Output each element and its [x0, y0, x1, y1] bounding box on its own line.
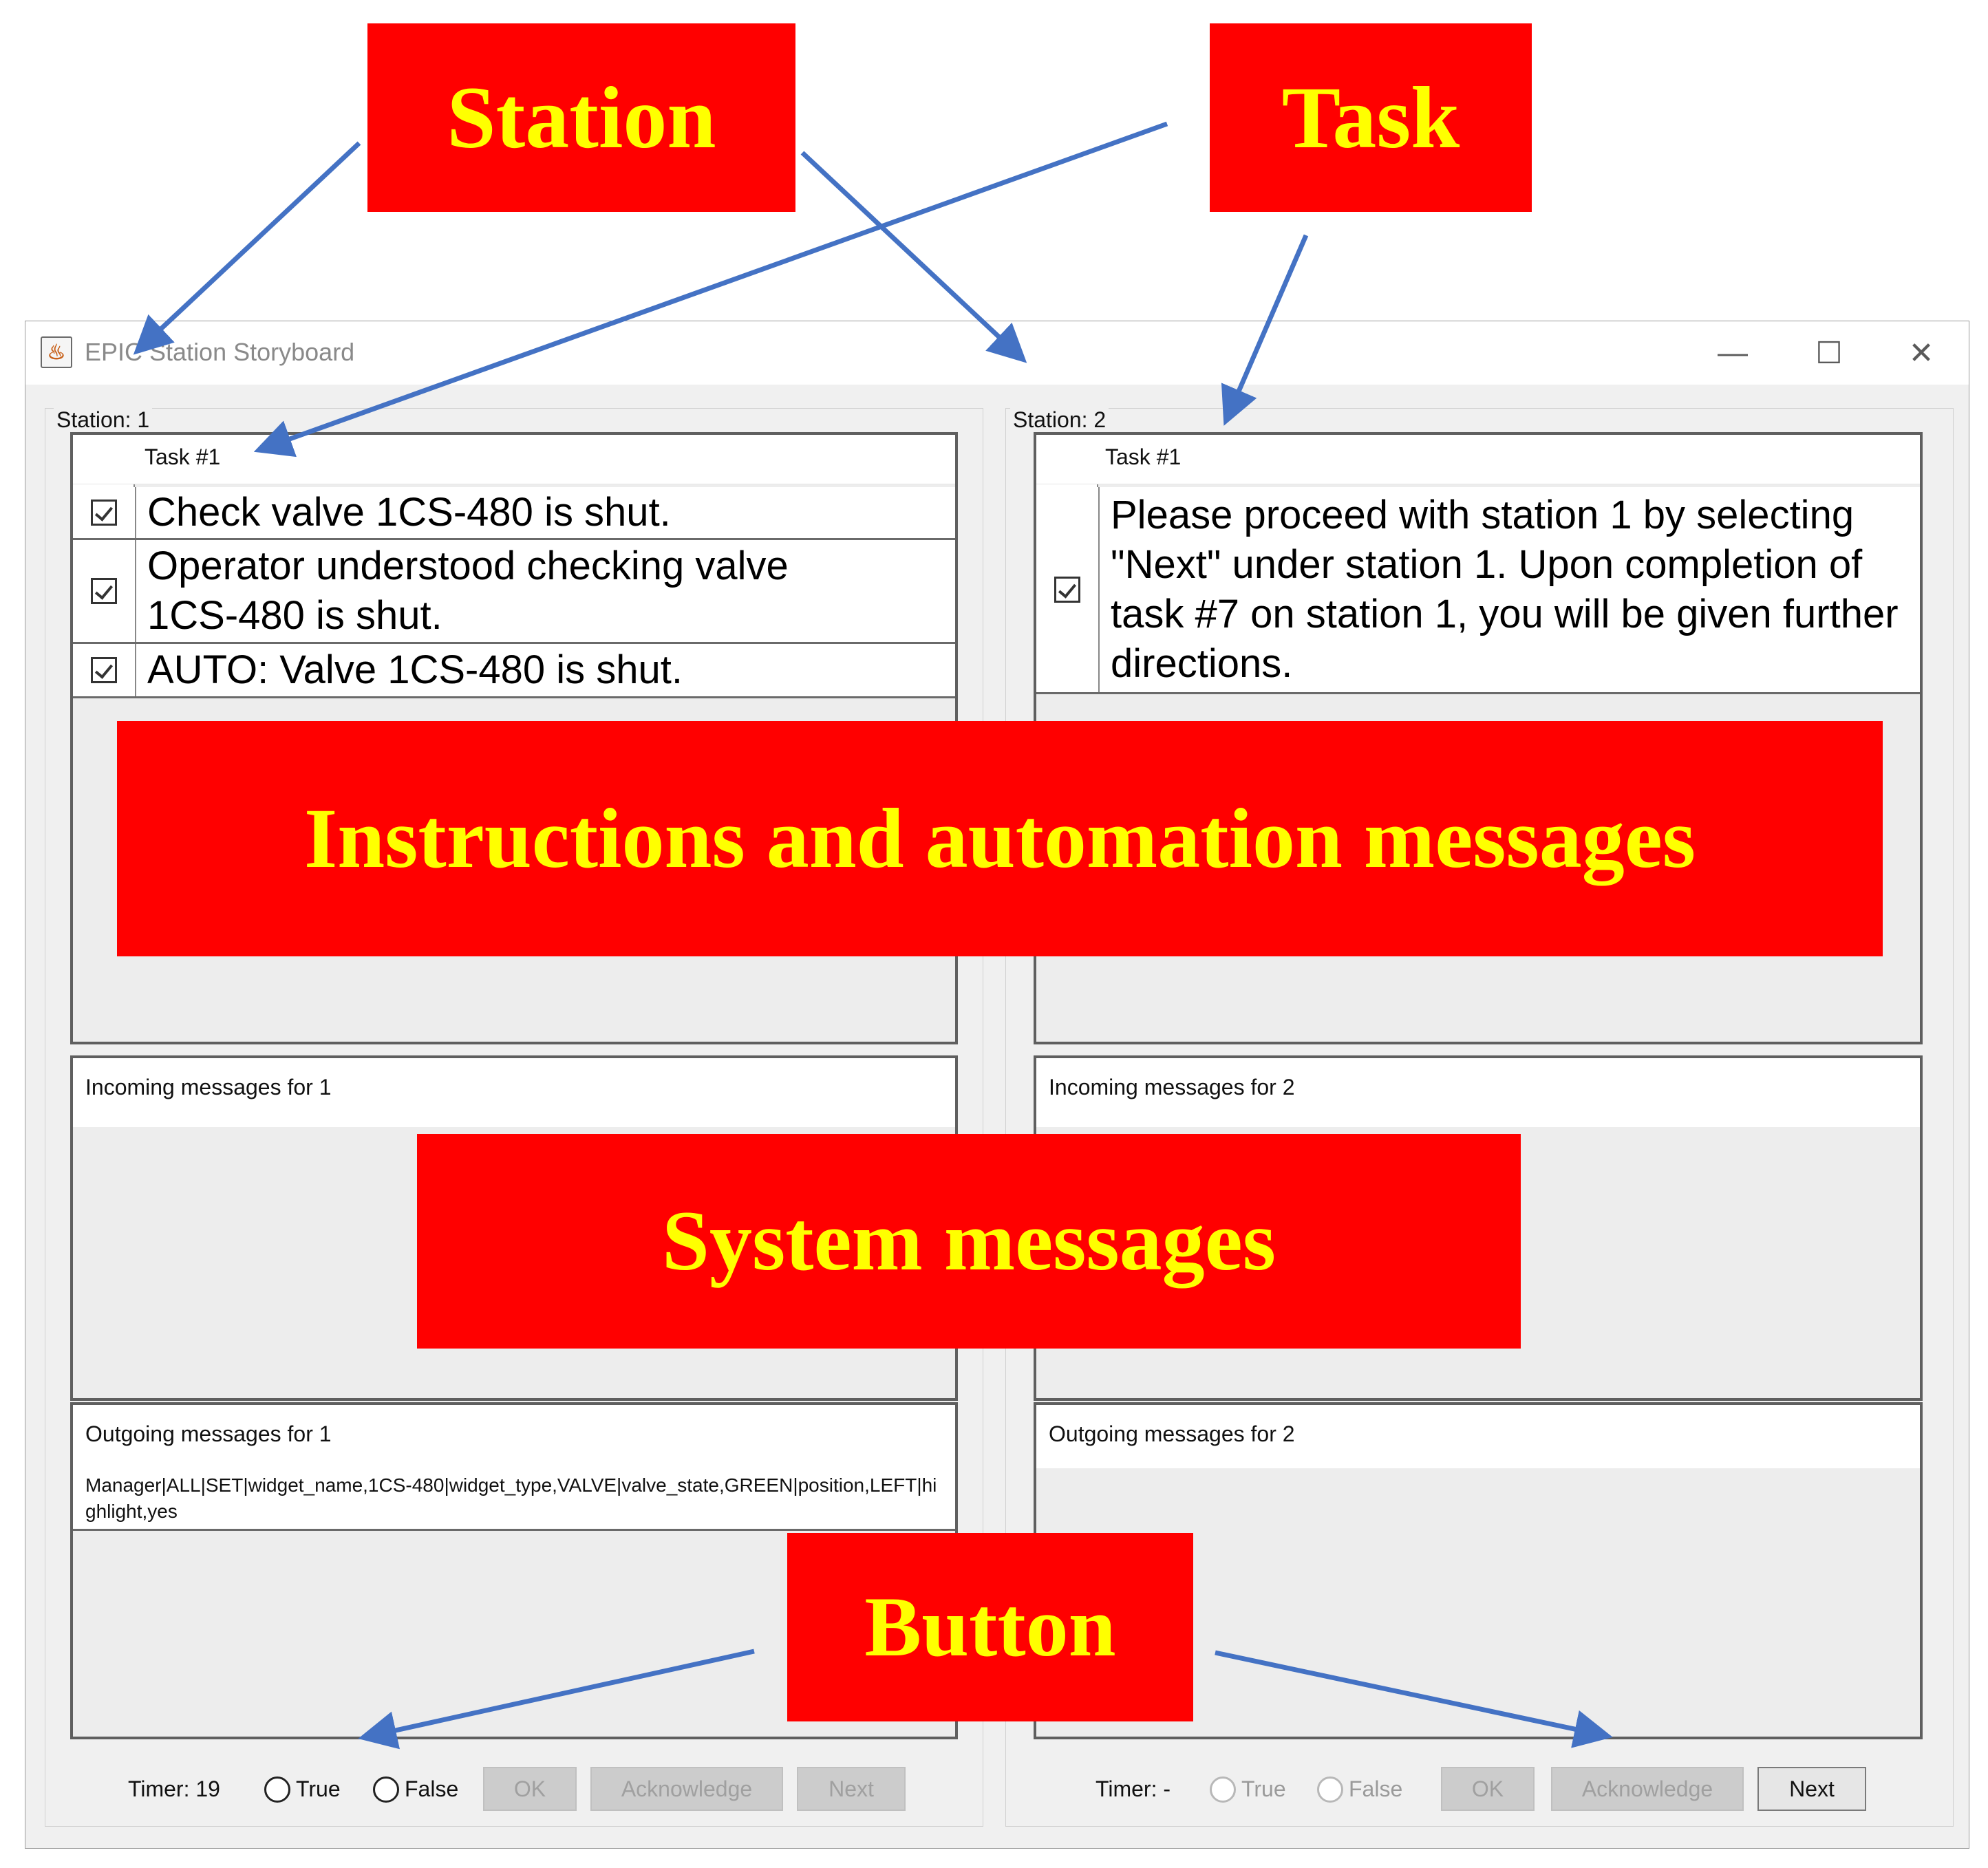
radio-false[interactable] — [373, 1776, 399, 1803]
task-row[interactable]: Check valve 1CS-480 is shut. — [73, 487, 955, 540]
acknowledge-button[interactable]: Acknowledge — [1551, 1767, 1744, 1811]
task-text: Operator understood checking valve 1CS-4… — [147, 544, 789, 638]
close-icon[interactable]: ✕ — [1908, 336, 1934, 370]
checkbox-checked-icon — [91, 578, 117, 604]
radio-true-label: True — [1241, 1776, 1286, 1801]
minimize-icon[interactable]: — — [1718, 336, 1748, 369]
next-button[interactable]: Next — [797, 1767, 906, 1811]
maximize-icon[interactable]: ☐ — [1815, 336, 1843, 370]
task-checkbox[interactable] — [73, 540, 136, 642]
task-callout: Task — [1210, 23, 1532, 212]
station-2-task-list: Please proceed with station 1 by selecti… — [1036, 487, 1920, 694]
task-row[interactable]: Operator understood checking valve 1CS-4… — [73, 540, 955, 644]
outgoing-header: Outgoing messages for 1 — [73, 1405, 955, 1468]
incoming-header: Incoming messages for 2 — [1036, 1058, 1920, 1127]
task-text: AUTO: Valve 1CS-480 is shut. — [147, 647, 683, 692]
task-checkbox[interactable] — [1036, 487, 1100, 692]
station-2-label: Station: 2 — [1010, 406, 1109, 433]
station-2-task-header: Task #1 — [1036, 435, 1920, 484]
ok-button[interactable]: OK — [1441, 1767, 1535, 1811]
arrow-task-1 — [253, 121, 1168, 458]
task-text: Check valve 1CS-480 is shut. — [147, 490, 671, 535]
incoming-header: Incoming messages for 1 — [73, 1058, 955, 1127]
outgoing-message: Manager|ALL|SET|widget_name,1CS-480|widg… — [73, 1468, 955, 1531]
radio-true[interactable] — [264, 1776, 290, 1803]
system-messages-callout: System messages — [417, 1134, 1521, 1349]
radio-false-label: False — [1349, 1776, 1403, 1801]
station-1-label: Station: 1 — [54, 406, 153, 433]
java-app-icon: ♨ — [41, 336, 72, 368]
checkbox-checked-icon — [91, 657, 117, 683]
timer-label: Timer: - — [1095, 1776, 1171, 1801]
radio-true-label: True — [296, 1776, 341, 1801]
task-text: Please proceed with station 1 by selecti… — [1111, 493, 1899, 686]
arrow-button-2 — [1215, 1650, 1613, 1748]
instructions-callout: Instructions and automation messages — [117, 721, 1883, 956]
timer-label: Timer: 19 — [128, 1776, 220, 1801]
next-button[interactable]: Next — [1757, 1767, 1866, 1811]
task-checkbox[interactable] — [73, 487, 136, 538]
task-row[interactable]: AUTO: Valve 1CS-480 is shut. — [73, 644, 955, 698]
station-callout: Station — [367, 23, 795, 212]
station-1-task-header: Task #1 — [73, 435, 955, 484]
arrow-station-1 — [133, 141, 361, 355]
radio-false-label: False — [405, 1776, 459, 1801]
window-title: EPIC Station Storyboard — [85, 338, 355, 366]
radio-true[interactable] — [1210, 1776, 1236, 1803]
arrow-button-1 — [358, 1649, 755, 1750]
arrow-station-2 — [800, 151, 1027, 363]
checkbox-checked-icon — [91, 500, 117, 526]
task-checkbox[interactable] — [73, 644, 136, 696]
outgoing-header: Outgoing messages for 2 — [1036, 1405, 1920, 1468]
checkbox-checked-icon — [1054, 577, 1080, 603]
radio-false[interactable] — [1317, 1776, 1343, 1803]
station-1-task-list: Check valve 1CS-480 is shut. Operator un… — [73, 487, 955, 698]
arrow-task-2 — [1221, 234, 1309, 426]
ok-button[interactable]: OK — [483, 1767, 577, 1811]
acknowledge-button[interactable]: Acknowledge — [590, 1767, 783, 1811]
task-row[interactable]: Please proceed with station 1 by selecti… — [1036, 487, 1920, 694]
button-callout: Button — [787, 1533, 1193, 1721]
